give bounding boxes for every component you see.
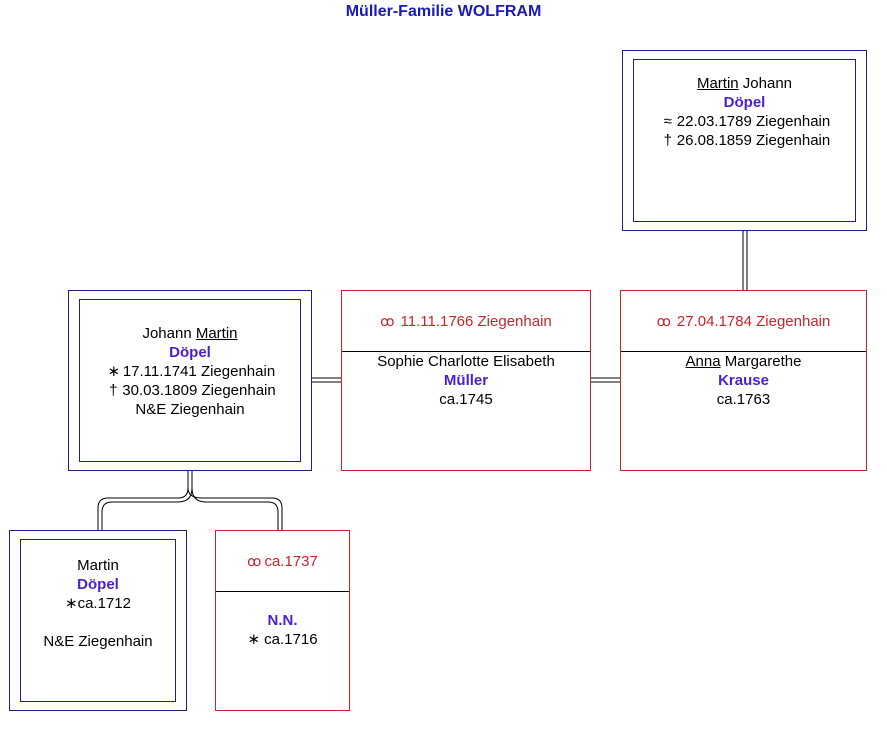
spouse-given-name: Anna Margarethe (685, 353, 802, 370)
marriage-info: ꝏ 11.11.1766 Ziegenhain (342, 291, 590, 352)
person-given-name: Johann Martin (142, 325, 238, 342)
person-surname: Döpel (77, 576, 119, 593)
spouse-birth: ca.1745 (439, 391, 493, 408)
spouse-card-nn[interactable]: ꝏ ca.1737 N.N. ∗ ca.1716 (215, 530, 350, 711)
person-surname: Döpel (723, 94, 766, 111)
birth-icon: ∗ (107, 363, 121, 380)
person-baptism: ≈22.03.1789 Ziegenhain (634, 112, 855, 131)
spouse-surname: Müller (443, 372, 489, 389)
death-icon: † (663, 132, 672, 149)
person-given-name: Martin Johann (696, 75, 793, 92)
person-death: †30.03.1809 Ziegenhain (80, 381, 300, 400)
spouse-given-name: Sophie Charlotte Elisabeth (377, 353, 555, 370)
person-surname: Döpel (169, 344, 211, 361)
person-note: N&E Ziegenhain (135, 401, 245, 418)
person-card-martin-johann[interactable]: Martin Johann Döpel ≈22.03.1789 Ziegenha… (622, 50, 867, 231)
spouse-birth: ca.1763 (716, 391, 771, 408)
person-birth: ∗ca.1712 (65, 595, 131, 612)
person-card-martin[interactable]: Martin Döpel ∗ca.1712 N&E Ziegenhain (9, 530, 187, 711)
marriage-rings-icon: ꝏ (380, 312, 395, 329)
person-card-johann-martin[interactable]: Johann Martin Döpel ∗17.11.1741 Ziegenha… (68, 290, 312, 471)
person-birth: ∗17.11.1741 Ziegenhain (80, 362, 300, 381)
spouse-surname: N.N. (267, 612, 298, 629)
person-given-name: Martin (77, 557, 119, 574)
person-death: †26.08.1859 Ziegenhain (634, 131, 855, 150)
spouse-card-anna[interactable]: ꝏ 27.04.1784 Ziegenhain Anna Margarethe … (620, 290, 867, 471)
marriage-rings-icon: ꝏ (656, 312, 671, 329)
marriage-rings-icon: ꝏ (247, 552, 262, 569)
spouse-birth: ∗ ca.1716 (247, 631, 318, 648)
page-title: Müller-Familie WOLFRAM (345, 3, 542, 20)
person-note: N&E Ziegenhain (43, 633, 153, 650)
marriage-info: ꝏ ca.1737 (216, 531, 349, 592)
baptism-icon: ≈ (663, 113, 672, 130)
marriage-info: ꝏ 27.04.1784 Ziegenhain (621, 291, 866, 352)
spouse-card-sophie[interactable]: ꝏ 11.11.1766 Ziegenhain Sophie Charlotte… (341, 290, 591, 471)
death-icon: † (109, 382, 118, 399)
spouse-surname: Krause (718, 372, 769, 389)
